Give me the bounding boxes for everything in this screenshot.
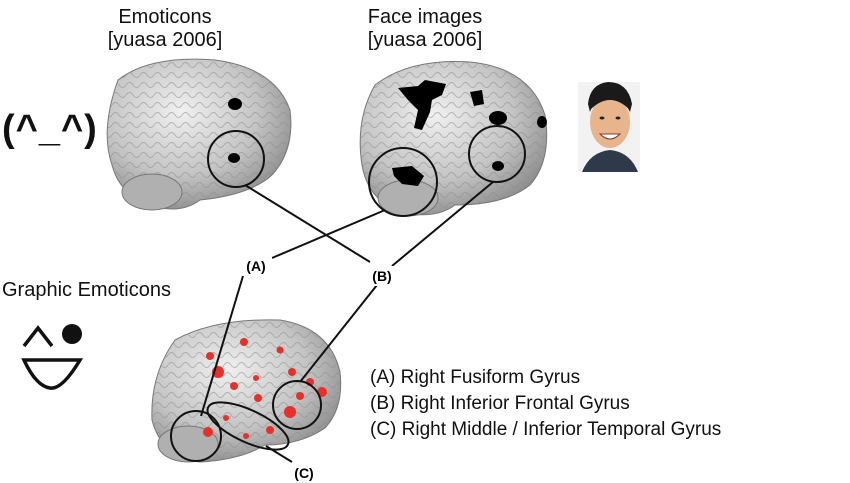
emoticon-text: (^_^) bbox=[2, 108, 98, 150]
connector-emoticons-to-b bbox=[244, 184, 371, 263]
brain-graphic-emoticons bbox=[151, 319, 342, 463]
emoticon-eye-dot bbox=[62, 324, 82, 344]
connector-label-b: (B) bbox=[372, 268, 391, 284]
region-circle bbox=[468, 125, 526, 183]
brain-emoticons bbox=[106, 58, 292, 211]
activation-spot bbox=[492, 161, 504, 171]
face-images-title-text: Face images bbox=[367, 6, 483, 28]
legend-item-a: (A) Right Fusiform Gyrus bbox=[370, 367, 581, 388]
emoticons-title-text: Emoticons bbox=[118, 6, 212, 28]
face-photo bbox=[578, 82, 640, 172]
graphic-emoticon bbox=[21, 324, 84, 390]
activation-spot bbox=[228, 153, 240, 163]
connector-lines bbox=[200, 181, 494, 463]
face-images-citation: [yuasa 2006] bbox=[367, 29, 483, 51]
connector-faces-to-a bbox=[271, 209, 386, 259]
brain-face-images bbox=[359, 61, 548, 217]
activation-spot bbox=[398, 80, 446, 130]
activation-spot bbox=[228, 98, 242, 110]
region-circle bbox=[272, 380, 322, 430]
region-ellipse bbox=[206, 401, 290, 451]
connector-faces-to-b bbox=[391, 181, 494, 267]
emoticon-eye-caret bbox=[22, 325, 54, 348]
emoticon-mouth bbox=[21, 358, 84, 390]
graphic-emoticons-title: Graphic Emoticons bbox=[2, 279, 171, 301]
activation-spot bbox=[470, 90, 484, 106]
activation-spot bbox=[489, 111, 507, 125]
emoticons-citation: [yuasa 2006] bbox=[107, 29, 223, 51]
emoticons-title: Emoticons [yuasa 2006] bbox=[70, 6, 260, 52]
region-circle bbox=[170, 410, 222, 462]
region-circle bbox=[207, 130, 265, 188]
activation-spot bbox=[537, 116, 547, 128]
connector-c-to-ellipse bbox=[265, 445, 293, 463]
activation-spot bbox=[392, 166, 424, 186]
legend-item-b: (B) Right Inferior Frontal Gyrus bbox=[370, 393, 630, 414]
connector-b-to-brain3 bbox=[299, 284, 378, 383]
legend-item-c: (C) Right Middle / Inferior Temporal Gyr… bbox=[370, 419, 722, 440]
connector-label-c: (C) bbox=[294, 465, 313, 481]
region-circle bbox=[368, 147, 438, 217]
connector-a-to-brain3 bbox=[200, 275, 244, 417]
face-images-title: Face images [yuasa 2006] bbox=[325, 6, 525, 52]
connector-label-a: (A) bbox=[246, 258, 265, 274]
legend: (A) Right Fusiform Gyrus (B) Right Infer… bbox=[370, 365, 721, 443]
